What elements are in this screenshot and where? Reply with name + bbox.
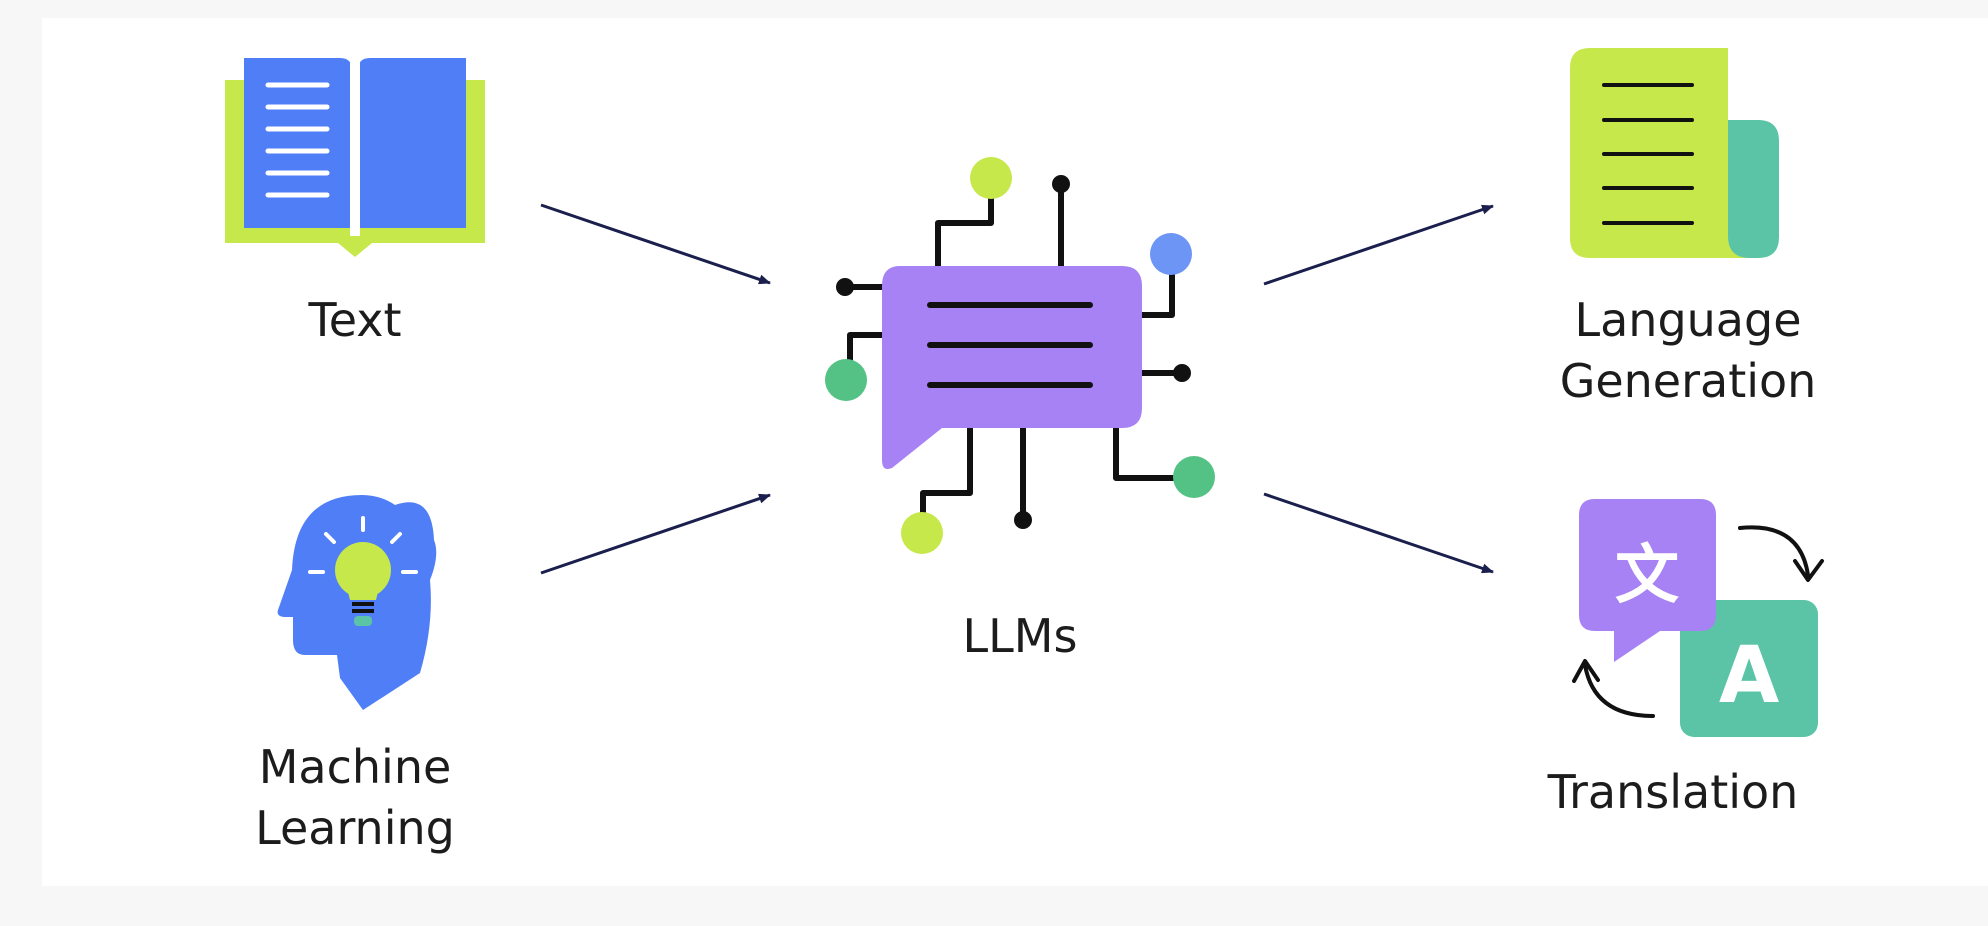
language-generation-label: Language Generation [1559, 293, 1817, 408]
open-book-icon [225, 58, 485, 257]
translation-label: Translation [1547, 765, 1799, 819]
text-label: Text [308, 293, 402, 347]
translate-target-glyph: A [1719, 631, 1779, 721]
rotate-arrow-icon [1583, 663, 1655, 718]
machine-learning-label: Machine Learning [255, 740, 455, 855]
translate-icon: 文 A [1572, 499, 1824, 737]
arrow-ml-to-llms [540, 493, 771, 575]
head-lightbulb-icon [277, 495, 437, 710]
translate-source-glyph: 文 [1615, 539, 1679, 613]
document-icon [1570, 48, 1779, 258]
arrow-llms-to-translation [1263, 492, 1494, 574]
rotate-arrow-icon [1738, 525, 1810, 577]
flow-arrows [540, 203, 1494, 575]
llms-label: LLMs [962, 609, 1078, 663]
arrow-text-to-llms [540, 203, 771, 285]
arrow-llms-to-generation [1263, 204, 1494, 286]
chat-circuit-icon [825, 157, 1215, 554]
